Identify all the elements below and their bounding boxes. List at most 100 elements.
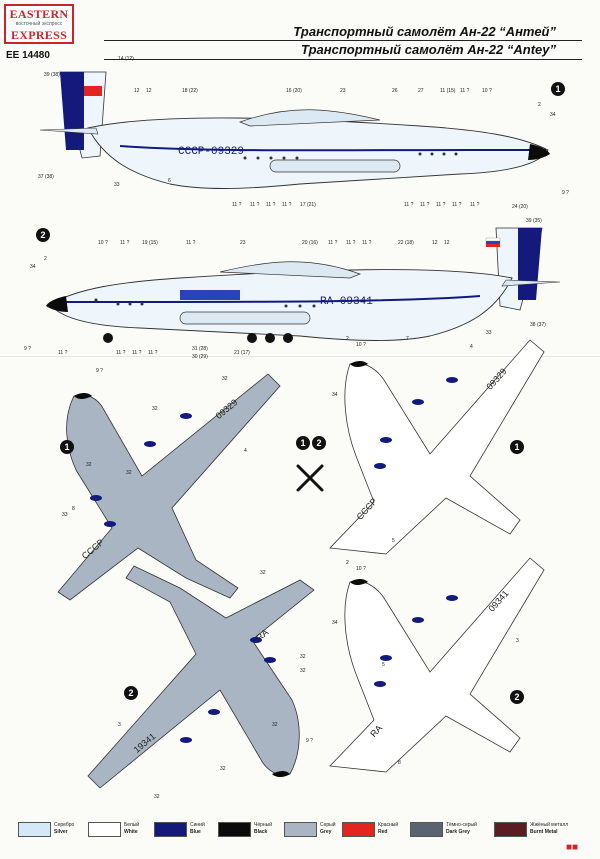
scheme-badge-1b: 1 bbox=[60, 440, 74, 454]
plan-view-1-grey bbox=[57, 373, 281, 601]
callout: 11 ? bbox=[460, 88, 470, 94]
callout: 39 (35) bbox=[526, 218, 542, 224]
callout: 9 ? bbox=[562, 190, 569, 196]
registration-side-2: RA-09341 bbox=[320, 296, 373, 308]
callout: 8 bbox=[398, 760, 401, 766]
title-rule bbox=[104, 40, 582, 41]
callout: 32 bbox=[152, 406, 158, 412]
callout: 34 bbox=[30, 264, 36, 270]
callout: 10 ? bbox=[482, 88, 492, 94]
callout: 11 ? bbox=[328, 240, 338, 246]
side-view-1 bbox=[39, 71, 550, 189]
callout: 10 ? bbox=[356, 342, 366, 348]
scheme-badge-1c: 1 bbox=[510, 440, 524, 454]
callout: 11 ? bbox=[148, 350, 158, 356]
registration-side-1: СССР-09329 bbox=[178, 146, 245, 158]
callout: 11 ? bbox=[436, 202, 446, 208]
callout: 26 bbox=[392, 88, 398, 94]
callout: 9 ? bbox=[24, 346, 31, 352]
callout: 24 (20) bbox=[512, 204, 528, 210]
callout: 11 ? bbox=[404, 202, 414, 208]
propeller-rotation-diagram bbox=[296, 464, 324, 492]
callout: 32 bbox=[300, 668, 306, 674]
callout: 22 (18) bbox=[398, 240, 414, 246]
mascot-icon: ■■ bbox=[566, 842, 579, 853]
callout: 12 bbox=[432, 240, 438, 246]
brand-line-3: EXPRESS bbox=[10, 28, 68, 42]
callout: 39 (38) bbox=[44, 72, 60, 78]
swatch-silver bbox=[18, 822, 51, 837]
swatch-black bbox=[218, 822, 251, 837]
kit-number: EE 14480 bbox=[6, 50, 50, 61]
callout: 34 bbox=[332, 392, 338, 398]
callout: 32 bbox=[220, 766, 226, 772]
callout: 30 (29) bbox=[192, 354, 208, 360]
callout: 4 bbox=[244, 448, 247, 454]
brand-line-1: EASTERN bbox=[9, 7, 69, 21]
callout: 38 (37) bbox=[530, 322, 546, 328]
callout: 34 bbox=[332, 620, 338, 626]
swatch-blue bbox=[154, 822, 187, 837]
callout: 32 bbox=[260, 570, 266, 576]
callout: 2 bbox=[346, 336, 349, 342]
callout: 33 bbox=[114, 182, 120, 188]
callout: 33 bbox=[62, 512, 68, 518]
title-rule-2 bbox=[104, 59, 582, 60]
callout: 20 (16) bbox=[302, 240, 318, 246]
swatch-white bbox=[88, 822, 121, 837]
callout: 2 bbox=[538, 102, 541, 108]
callout: 10 ? bbox=[98, 240, 108, 246]
scheme-badge-2: 2 bbox=[36, 228, 50, 242]
callout: 6 bbox=[168, 178, 171, 184]
callout: 11 ? bbox=[346, 240, 356, 246]
callout: 14 (12) bbox=[118, 56, 134, 62]
callout: 11 (15) bbox=[440, 88, 456, 94]
callout: 31 (28) bbox=[192, 346, 208, 352]
plan-view-2-grey bbox=[87, 565, 315, 789]
callout: 2 bbox=[44, 256, 47, 262]
callout: 21 (17) bbox=[234, 350, 250, 356]
callout: 5 bbox=[382, 662, 385, 668]
callout: 23 bbox=[240, 240, 246, 246]
callout: 32 bbox=[222, 376, 228, 382]
aircraft-drawings bbox=[39, 71, 561, 789]
page-fold bbox=[0, 356, 600, 357]
callout: 12 bbox=[444, 240, 450, 246]
side-view-2 bbox=[46, 227, 561, 343]
callout: 2 bbox=[346, 560, 349, 566]
callout: 11 ? bbox=[282, 202, 292, 208]
callout: 5 bbox=[392, 538, 395, 544]
scheme-badge-2b: 2 bbox=[124, 686, 138, 700]
callout: 3 bbox=[118, 722, 121, 728]
swatch-dark-grey bbox=[410, 822, 443, 837]
callout: 3 bbox=[516, 638, 519, 644]
callout: 32 bbox=[126, 470, 132, 476]
callout: 32 bbox=[154, 794, 160, 800]
brand-logo: EASTERN восточный экспресс EXPRESS bbox=[4, 4, 74, 44]
callout: 11 ? bbox=[58, 350, 68, 356]
callout: 11 ? bbox=[232, 202, 242, 208]
callout: 18 (22) bbox=[182, 88, 198, 94]
callout: 11 ? bbox=[266, 202, 276, 208]
callout: 11 ? bbox=[120, 240, 130, 246]
callout: 32 bbox=[272, 722, 278, 728]
callout: 11 ? bbox=[116, 350, 126, 356]
callout: 16 (20) bbox=[286, 88, 302, 94]
callout: 17 (21) bbox=[300, 202, 316, 208]
callout: 9 ? bbox=[96, 368, 103, 374]
callout: 12 bbox=[134, 88, 140, 94]
callout: 32 bbox=[86, 462, 92, 468]
callout: 37 (38) bbox=[38, 174, 54, 180]
callout: 11 ? bbox=[420, 202, 430, 208]
plan-view-2-white bbox=[329, 557, 545, 773]
swatch-grey bbox=[284, 822, 317, 837]
callout: 19 (15) bbox=[142, 240, 158, 246]
